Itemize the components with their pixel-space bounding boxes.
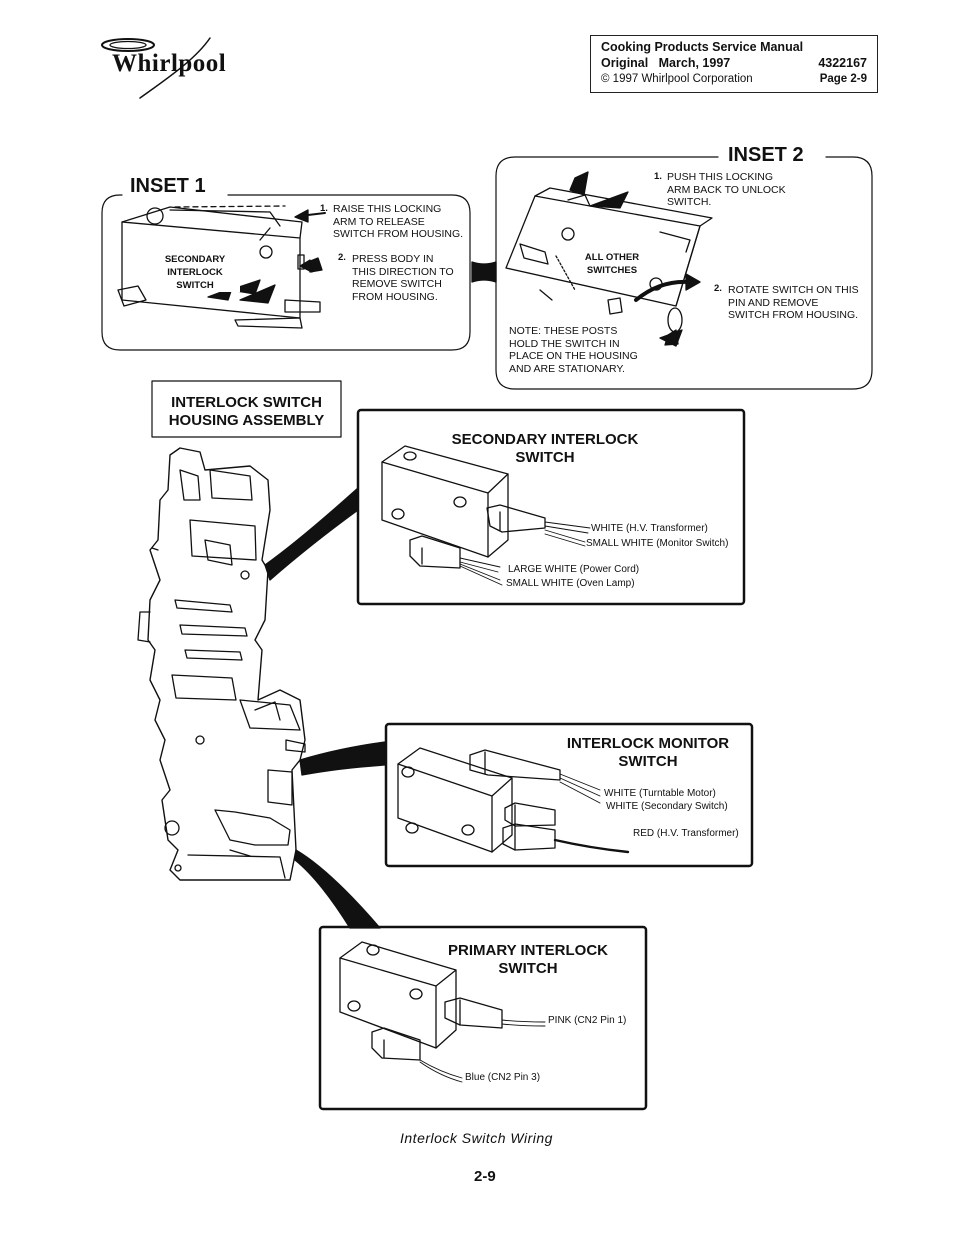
inset-2-title: INSET 2 xyxy=(722,144,810,167)
header-line-1: Cooking Products Service Manual xyxy=(601,39,867,55)
title-line: INTERLOCK MONITOR xyxy=(566,735,730,752)
copyright: © 1997 Whirlpool Corporation xyxy=(601,73,753,85)
inset-1-step-1-text: RAISE THIS LOCKING ARM TO RELEASE SWITCH… xyxy=(333,203,463,241)
inset-1-step-2-text: PRESS BODY IN THIS DIRECTION TO REMOVE S… xyxy=(352,253,454,303)
header-line-3: © 1997 Whirlpool Corporation Page 2-9 xyxy=(601,71,867,87)
title-line: PRIMARY INTERLOCK xyxy=(447,942,608,959)
title-line: SECONDARY INTERLOCK xyxy=(451,431,639,448)
part-number: 4322167 xyxy=(818,56,867,70)
monitor-switch-title: INTERLOCK MONITOR SWITCH xyxy=(548,735,748,771)
title-line: SWITCH xyxy=(515,449,575,466)
note-line: RAISE THIS LOCKING xyxy=(333,203,442,215)
inset-1-step-2-number: 2. xyxy=(338,252,346,263)
note-line: SWITCH FROM HOUSING. xyxy=(728,309,859,321)
edition-date: Original March, 1997 xyxy=(601,56,731,70)
note-line: ARM BACK TO UNLOCK xyxy=(667,183,786,196)
wire-label: WHITE (Turntable Motor) xyxy=(604,788,716,799)
label-line: SECONDARY xyxy=(164,254,226,265)
note-line: PLACE ON THE HOUSING xyxy=(509,350,638,362)
inset-2-switch-label: ALL OTHER SWITCHES xyxy=(576,251,648,277)
page-ref: Page 2-9 xyxy=(819,73,867,85)
note-line: FROM HOUSING. xyxy=(352,290,438,303)
note-line: AND ARE STATIONARY. xyxy=(509,362,625,375)
wire-label: RED (H.V. Transformer) xyxy=(633,828,739,839)
note-line: THIS DIRECTION TO xyxy=(352,265,454,278)
note-line: PUSH THIS LOCKING xyxy=(667,171,773,183)
note-line: REMOVE SWITCH xyxy=(352,278,442,290)
inset-2-step-2-text: ROTATE SWITCH ON THIS PIN AND REMOVE SWI… xyxy=(728,284,859,322)
note-line: PRESS BODY IN xyxy=(352,253,434,265)
label-line: SWITCH xyxy=(176,280,214,291)
wire-label: SMALL WHITE (Oven Lamp) xyxy=(506,578,635,589)
wire-label: WHITE (H.V. Transformer) xyxy=(591,523,708,534)
wire-label: PINK (CN2 Pin 1) xyxy=(548,1015,627,1026)
title-line: SWITCH xyxy=(498,960,558,977)
title-line: INTERLOCK SWITCH xyxy=(171,394,322,411)
primary-switch-title: PRIMARY INTERLOCK SWITCH xyxy=(428,942,628,978)
wire-label: Blue (CN2 Pin 3) xyxy=(465,1072,541,1083)
whirlpool-logo: Whirlpool xyxy=(98,36,248,106)
label-line: SWITCHES xyxy=(586,265,638,276)
housing-assembly-label: INTERLOCK SWITCH HOUSING ASSEMBLY xyxy=(152,394,341,430)
inset-2-step-1-number: 1. xyxy=(654,171,662,182)
page-number: 2-9 xyxy=(474,1168,496,1185)
inset-1-title: INSET 1 xyxy=(124,175,212,198)
title-line: HOUSING ASSEMBLY xyxy=(168,412,325,429)
inset-2-step-2-number: 2. xyxy=(714,283,722,294)
note-line: ROTATE SWITCH ON THIS xyxy=(728,284,859,296)
wire-label: WHITE (Secondary Switch) xyxy=(606,801,728,812)
note-line: PIN AND REMOVE xyxy=(728,296,819,309)
inset-1-step-1-number: 1. xyxy=(320,203,328,214)
secondary-switch-title: SECONDARY INTERLOCK SWITCH xyxy=(420,431,670,467)
inset-1-switch-label: SECONDARY INTERLOCK SWITCH xyxy=(150,253,240,292)
note-line: HOLD THE SWITCH IN xyxy=(509,337,620,350)
figure-caption: Interlock Switch Wiring xyxy=(400,1130,553,1146)
note-line: ARM TO RELEASE xyxy=(333,215,425,228)
header-line-2: Original March, 1997 4322167 xyxy=(601,55,867,71)
inset-2-step-1-text: PUSH THIS LOCKING ARM BACK TO UNLOCK SWI… xyxy=(667,171,786,209)
wire-label: LARGE WHITE (Power Cord) xyxy=(508,564,640,575)
note-line: NOTE: THESE POSTS xyxy=(509,325,618,337)
note-line: SWITCH. xyxy=(667,196,712,208)
manual-title: Cooking Products Service Manual xyxy=(601,40,804,54)
label-line: INTERLOCK xyxy=(167,267,223,278)
note-line: SWITCH FROM HOUSING. xyxy=(333,228,464,240)
manual-header: Cooking Products Service Manual Original… xyxy=(590,35,878,93)
wire-label: SMALL WHITE (Monitor Switch) xyxy=(586,538,729,549)
label-line: ALL OTHER xyxy=(584,252,640,263)
inset-2-note: NOTE: THESE POSTS HOLD THE SWITCH IN PLA… xyxy=(509,325,638,375)
title-line: SWITCH xyxy=(618,753,678,770)
logo-wordmark: Whirlpool xyxy=(112,50,227,77)
